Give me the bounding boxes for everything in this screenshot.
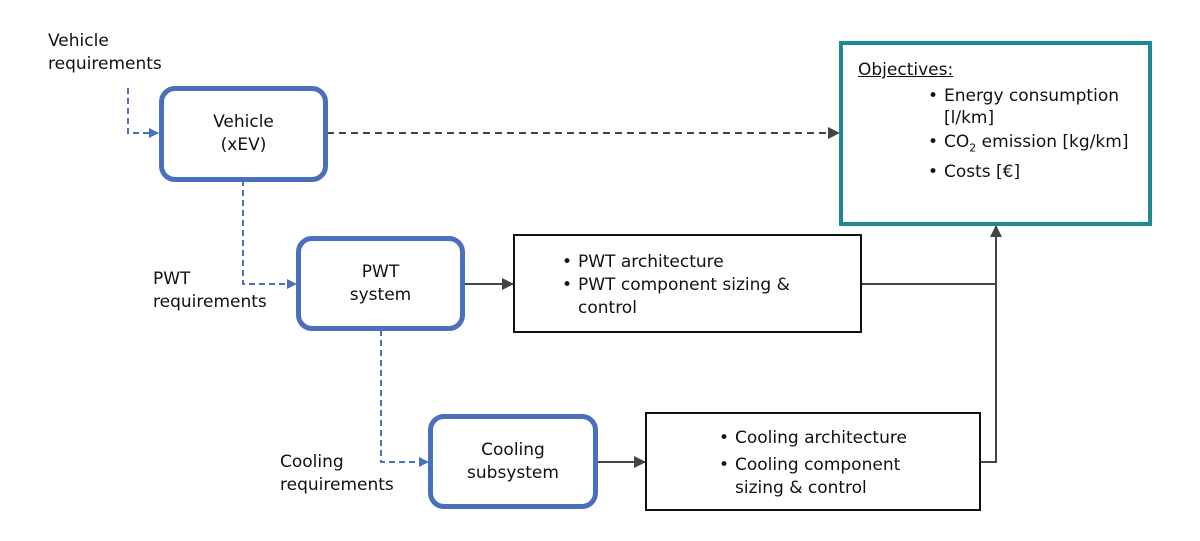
label-line: Cooling <box>280 452 344 472</box>
objective-energy: Energy consumption [l/km] <box>928 85 1143 129</box>
box-line: Vehicle <box>213 112 274 132</box>
box-line: (xEV) <box>220 135 267 155</box>
pwt-req-arrow <box>242 180 297 289</box>
objective-co2: CO2 emission [kg/km] <box>928 131 1143 159</box>
box-line: PWT <box>361 261 400 282</box>
pwt-requirements-label: PWT requirements <box>153 268 267 314</box>
cooling-requirements-label: Cooling requirements <box>280 451 394 497</box>
label-line: requirements <box>153 292 267 312</box>
label-line: requirements <box>48 54 162 74</box>
vehicle-req-arrow <box>127 88 159 138</box>
cooling-req-arrow <box>380 330 429 467</box>
co2-subscript: 2 <box>969 141 977 155</box>
outputs-to-objectives-line <box>861 226 996 463</box>
pwt-system-box[interactable]: PWT system <box>296 236 465 331</box>
objective-costs: Costs [€] <box>928 161 1143 183</box>
box-line: system <box>349 284 412 305</box>
label-line: PWT <box>153 269 191 289</box>
co2-prefix: CO <box>944 132 970 152</box>
cooling-output-box: Cooling architecture Cooling component s… <box>645 412 981 511</box>
vehicle-system-box[interactable]: Vehicle (xEV) <box>159 86 328 182</box>
co2-suffix: emission [kg/km] <box>976 132 1129 152</box>
cooling-subsystem-box[interactable]: Cooling subsystem <box>428 414 598 509</box>
output-item: PWT architecture <box>562 251 842 274</box>
output-item: PWT component sizing & control <box>562 274 842 320</box>
objectives-box: Objectives: Energy consumption [l/km] CO… <box>839 41 1152 226</box>
vehicle-requirements-label: Vehicle requirements <box>48 30 162 76</box>
output-item: Cooling component sizing & control <box>719 454 949 500</box>
label-line: requirements <box>280 475 394 495</box>
pwt-output-box: PWT architecture PWT component sizing & … <box>513 234 862 333</box>
box-line: Cooling <box>481 439 545 460</box>
box-line: subsystem <box>467 462 559 483</box>
objectives-title: Objectives: <box>858 60 954 80</box>
output-item: Cooling architecture <box>719 427 949 450</box>
label-line: Vehicle <box>48 31 109 51</box>
